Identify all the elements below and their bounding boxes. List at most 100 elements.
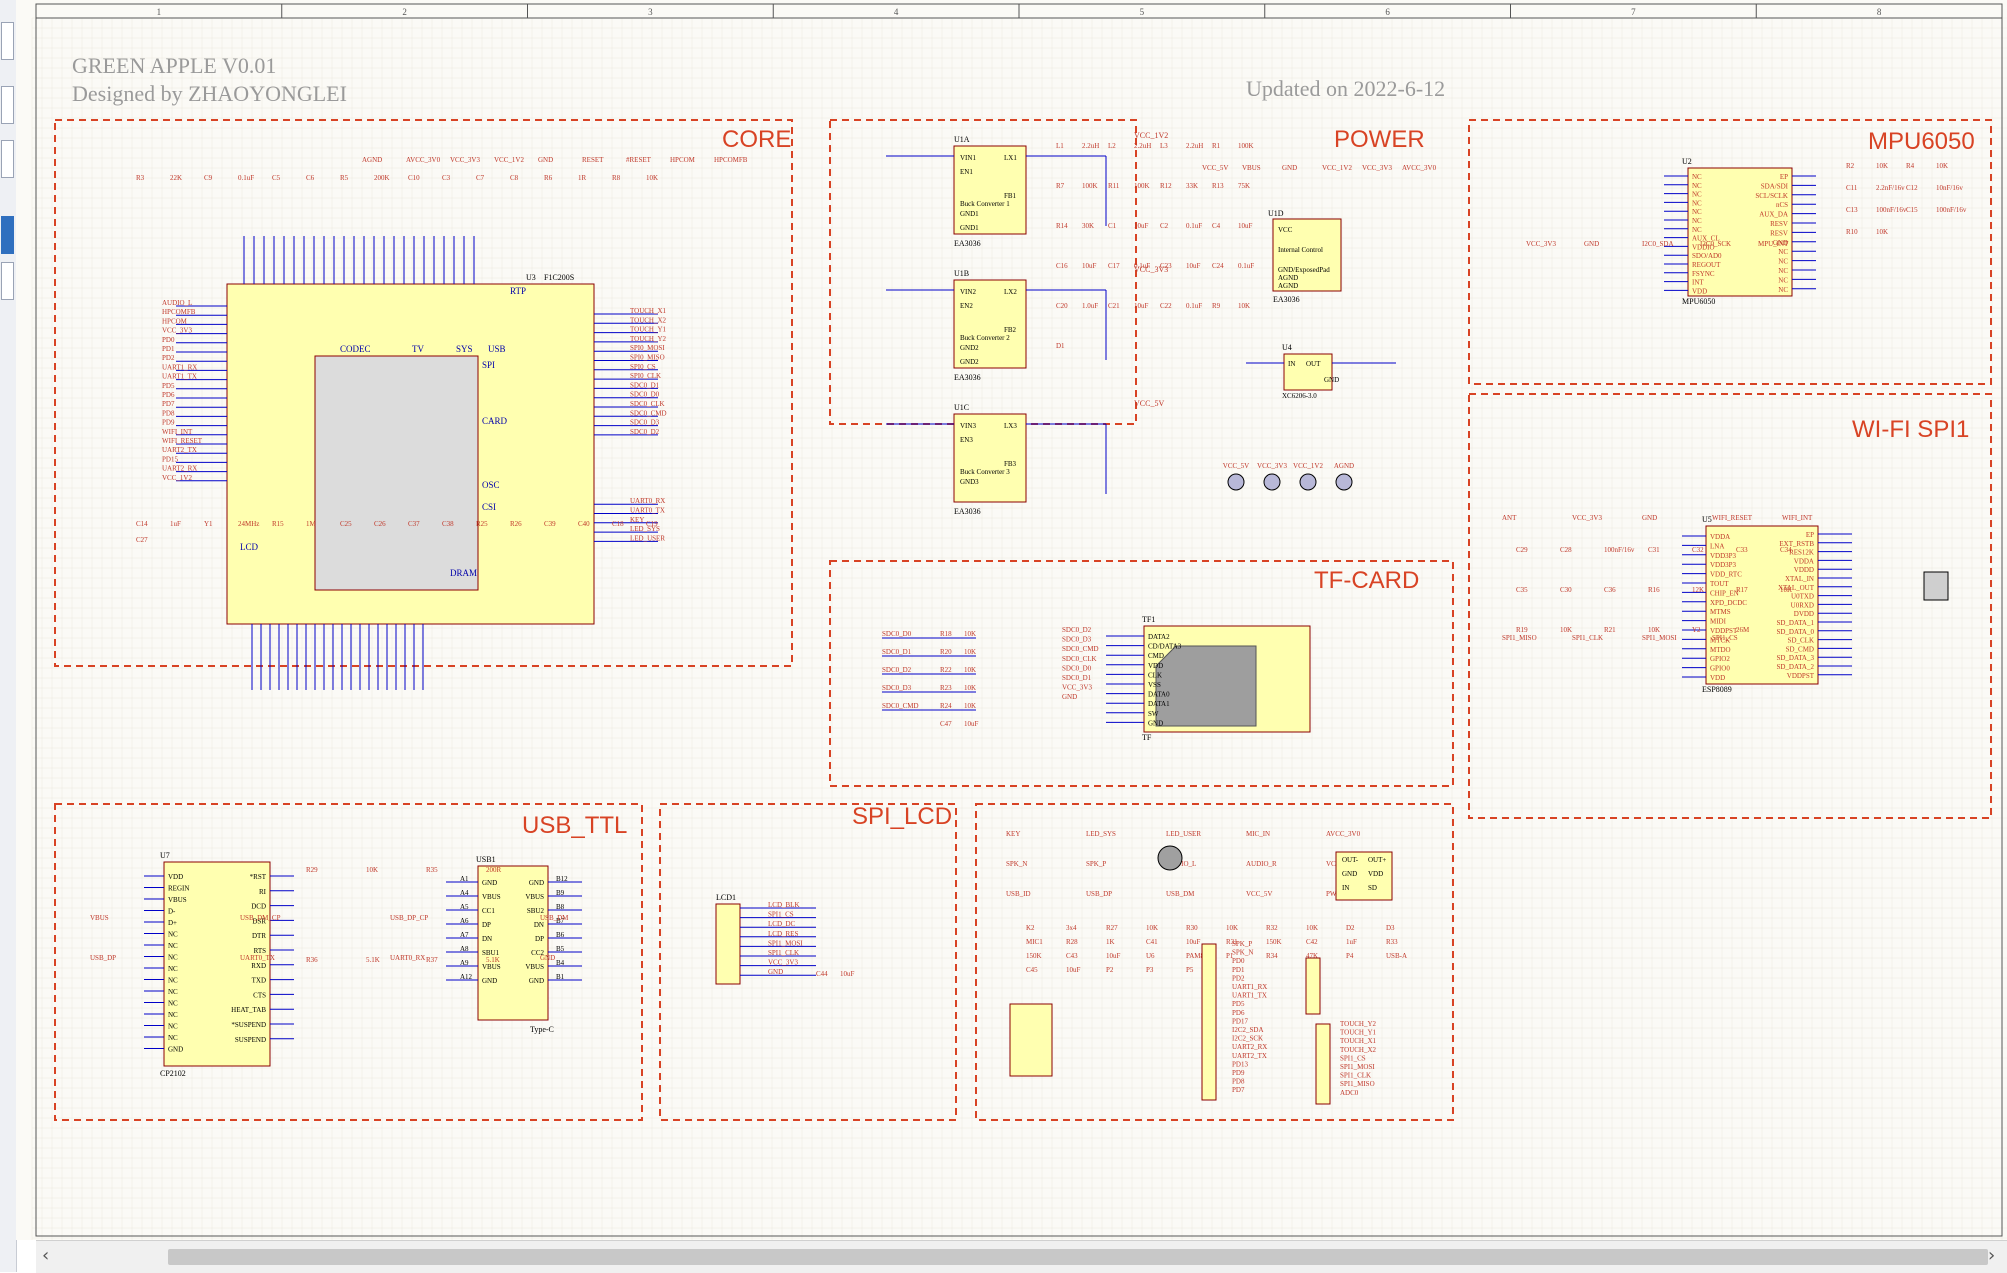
wifi-left-pin: MTDO [1710,646,1731,654]
wifi-left-pin: GPIO2 [1710,655,1730,663]
misc-part-label: USB-A [1386,952,1407,960]
mpu-left-pin: FSYNC [1692,270,1715,278]
header-p5-net: SPI1_MOSI [1340,1063,1375,1071]
header-p2-net: PD5 [1232,1000,1245,1008]
tfcard-pin: VSS [1148,681,1161,689]
tfcard-part-label: 10K [964,648,976,656]
mpu-right-pin: NC [1778,248,1788,256]
tfcard-ref: TF1 [1142,615,1155,624]
power-buck-pin: LX1 [1004,154,1017,162]
block-core [54,119,793,667]
power-buck-part: EA3036 [954,373,981,382]
core-section-label: CODEC [340,344,371,354]
toolbar-dropdown-button[interactable] [1,140,14,178]
block-title-core: CORE [722,126,792,153]
power-part-label: 0.1uF [1134,262,1150,270]
usb-cp2102-right-pin: HEAT_TAB [231,1006,266,1014]
misc-part-label: 10uF [1066,966,1081,974]
power-part-label: C21 [1108,302,1120,310]
wifi-net-label: VCC_3V3 [1572,514,1602,522]
power-buck-pin: EN3 [960,436,973,444]
core-left-net: UART2_TX [162,446,197,454]
mic-graphic [1157,845,1183,871]
mpu-left-pin: VDD [1692,287,1707,295]
left-toolbar [0,0,17,1272]
scroll-left-icon[interactable]: ‹ [42,1245,50,1266]
usb-cp2102-body [163,861,271,1067]
usb-cp2102-right-pin: SUSPEND [235,1036,266,1044]
power-part-label: R9 [1212,302,1221,310]
tfcard-part-label: R24 [940,702,952,710]
core-part-label: C10 [408,174,420,182]
toolbar-button-active[interactable] [1,216,14,254]
power-u1d-pin: GND/ExposedPad [1278,266,1330,274]
usb-cp2102-left-pin: VBUS [168,896,187,904]
usb-typec-pin-b: B4 [556,959,565,967]
core-right-net: SPI0_MISO [630,354,665,362]
wifi-left-pin: VDDPST [1710,627,1738,635]
wifi-right-pin: RES12K [1789,549,1814,557]
power-buck-pin: EN1 [960,168,973,176]
wifi-crystal-body [1923,571,1949,601]
usb-cp2102-left-pin: NC [168,1000,178,1008]
core-right-net: SPI0_MOSI [630,344,665,352]
power-part-label: 100K [1082,182,1098,190]
misc-part-label: 10uF [1186,938,1201,946]
core-left-net: PD2 [162,354,175,362]
wifi-part-label: C35 [1516,586,1528,594]
misc-net-label: USB_ID [1006,890,1031,898]
core-part-label: C40 [578,520,590,528]
wifi-right-pin: SD_CLK [1788,637,1814,645]
wifi-part-label: R19 [1516,626,1528,634]
wifi-ref: U5 [1702,515,1712,524]
mpu-part-label: C15 [1906,206,1918,214]
power-buck-pin: LX2 [1004,288,1017,296]
power-buck-pin: GND2 [960,344,979,352]
wifi-part-label: R16 [1648,586,1660,594]
usb-typec-right-pin: SBU2 [527,907,545,915]
power-part-label: C22 [1160,302,1172,310]
wifi-part-label: C31 [1648,546,1660,554]
usb-cp2102-left-pin: NC [168,977,178,985]
core-right-net: SDC0_D3 [630,419,660,427]
power-ldo-body [1283,353,1333,391]
tfcard-net-label: VCC_3V3 [1062,684,1092,692]
mpu-part-label: R4 [1906,162,1915,170]
usb-net-label: USB_DM [540,914,569,922]
mpu-part-label: 100nF/16v [1936,206,1967,214]
mpu-left-pin: INT [1692,279,1704,287]
lcd-connector-body [715,903,741,985]
power-u1d-pin: AGND [1278,282,1298,290]
core-part-label: C25 [340,520,352,528]
usb-net-label: USB_DP_CP [390,914,428,922]
horizontal-scrollbar[interactable]: ‹ › [36,1240,2007,1273]
power-part-label: 10uF [1134,222,1149,230]
misc-part-label: R27 [1106,924,1118,932]
tfcard-part-label: R20 [940,648,952,656]
core-left-net: UART1_TX [162,373,197,381]
header-p5-net: TOUCH_X1 [1340,1037,1377,1045]
toolbar-button-2[interactable] [1,86,14,124]
wifi-part-label: 10K [1780,586,1792,594]
wifi-part-label: 12K [1692,586,1704,594]
tfcard-part-label: 10uF [964,720,979,728]
header-p5-body [1315,1023,1331,1105]
toolbar-button-1[interactable] [1,22,14,60]
usb-cp2102-left-pin: NC [168,1023,178,1031]
header-p2-net: PD9 [1232,1069,1245,1077]
usb-typec-right-pin: VBUS [525,963,544,971]
lcd-net-label: SPI1_MOSI [768,939,803,947]
power-testpoint-label: VCC_1V2 [1293,462,1323,470]
usb-part-label: 5.1K [366,956,380,964]
usb-part-label: R37 [426,956,438,964]
mpu-right-pin: NC [1778,267,1788,275]
mpu-right-pin: NC [1778,276,1788,284]
tfcard-part-label: 10K [964,702,976,710]
core-left-net: PD7 [162,400,175,408]
scroll-right-icon[interactable]: › [1988,1245,1996,1266]
wifi-left-pin: MTCK [1710,636,1730,644]
scrollbar-thumb[interactable] [168,1249,1988,1265]
tfcard-part-label: R23 [940,684,952,692]
toolbar-button-3[interactable] [1,262,14,300]
